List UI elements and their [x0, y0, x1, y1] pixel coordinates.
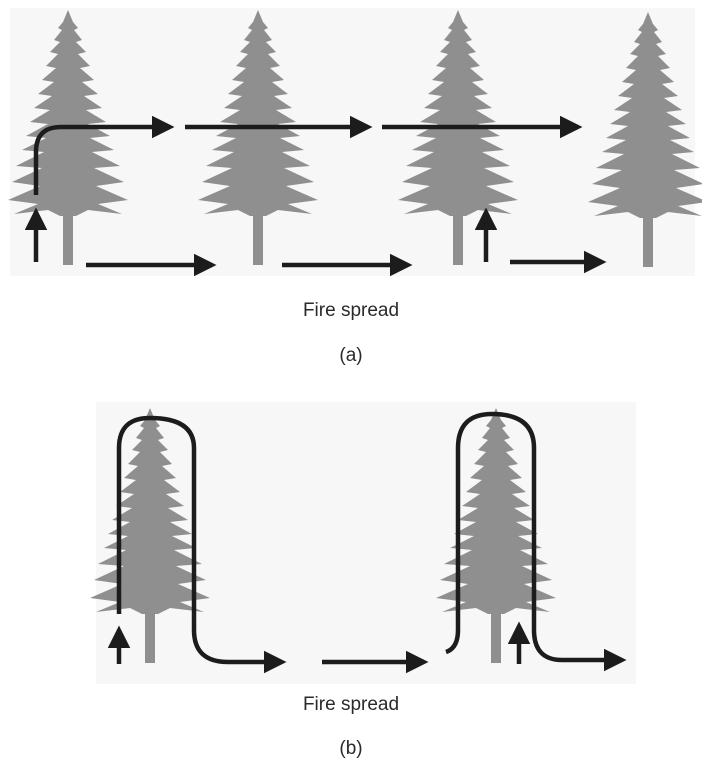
tree-b2	[436, 408, 556, 663]
tree-a3	[398, 10, 518, 265]
tree-a1	[8, 10, 128, 265]
tree-a4	[588, 12, 702, 267]
caption-a: Fire spread	[0, 300, 702, 322]
panel-label-b: (b)	[0, 738, 702, 760]
caption-b: Fire spread	[0, 694, 702, 716]
panel-label-a: (a)	[0, 345, 702, 367]
tree-a2	[198, 10, 318, 265]
